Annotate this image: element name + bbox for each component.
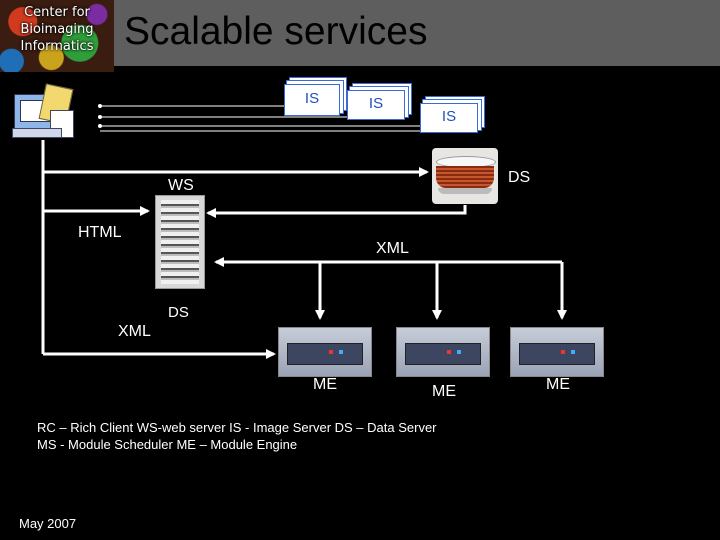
header-bar	[0, 0, 720, 66]
image-server-3-label: IS	[441, 108, 457, 125]
slide-title: Scalable services	[124, 10, 428, 53]
web-server-rack-icon	[155, 195, 205, 289]
image-server-2-label: IS	[368, 95, 384, 112]
module-engine-3-label: ME	[546, 376, 570, 393]
module-engine-1-label: ME	[313, 376, 337, 393]
legend-line-1: RC – Rich Client WS-web server IS - Imag…	[37, 420, 437, 435]
data-server-label: DS	[508, 169, 531, 186]
xml-label-left: XML	[118, 323, 151, 340]
client-dot-3	[98, 124, 102, 128]
client-dot-1	[98, 104, 102, 108]
data-server-disk-icon	[432, 148, 498, 204]
client-to-ds-arrow	[41, 140, 429, 177]
web-server-label: WS	[168, 177, 194, 194]
image-server-1: IS	[284, 84, 340, 116]
legend: RC – Rich Client WS-web server IS - Imag…	[37, 419, 437, 453]
module-engine-3	[510, 327, 604, 377]
logo-text: Center for Bioimaging Informatics	[20, 5, 94, 54]
rich-client-icon	[12, 83, 74, 140]
image-server-3: IS	[420, 103, 478, 133]
client-dot-2	[98, 115, 102, 119]
xml-label-right: XML	[376, 240, 409, 257]
module-engine-2	[396, 327, 490, 377]
html-label: HTML	[78, 224, 122, 241]
web-server-ds-label: DS	[168, 304, 189, 321]
image-server-1-label: IS	[304, 90, 320, 107]
legend-line-2: MS - Module Scheduler ME – Module Engine	[37, 437, 298, 452]
footer-date: May 2007	[19, 516, 77, 531]
module-engine-1	[278, 327, 372, 377]
ds-to-ws-arrow	[206, 205, 467, 218]
logo	[0, 0, 114, 72]
module-engine-2-label: ME	[432, 383, 456, 400]
image-server-2: IS	[347, 90, 405, 120]
